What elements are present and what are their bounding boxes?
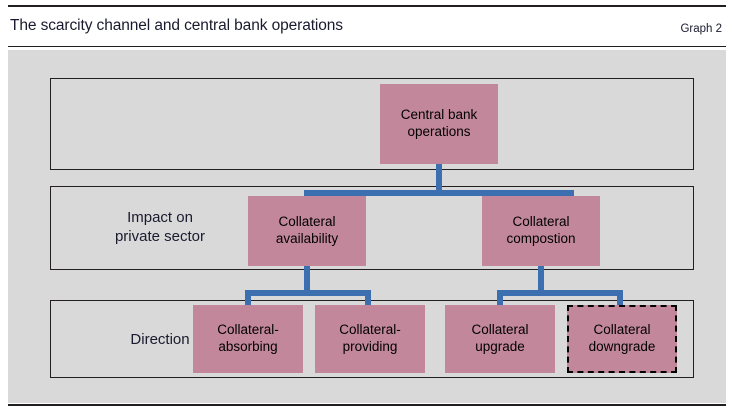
connector-availability-to-absorbing: [245, 290, 251, 306]
connector-availability-stem: [304, 266, 310, 296]
node-collateral-upgrade[interactable]: Collateral upgrade: [445, 305, 555, 373]
connector-compostion-bar: [497, 290, 623, 296]
row-frame-central-bank-operations: [50, 78, 694, 170]
node-collateral-downgrade[interactable]: Collateral downgrade: [567, 305, 677, 373]
node-collateral-absorbing[interactable]: Collateral- absorbing: [193, 305, 303, 373]
connector-availability-bar: [245, 290, 371, 296]
row-label-direction: Direction: [130, 331, 190, 348]
figure-title: The scarcity channel and central bank op…: [10, 17, 343, 34]
row-label-impact-on-private-sector: Impact on private sector: [114, 209, 206, 246]
figure-rule-bottom: [8, 404, 726, 406]
node-collateral-compostion[interactable]: Collateral compostion: [482, 196, 600, 266]
connector-availability-to-providing: [365, 290, 371, 306]
connector-compostion-to-upgrade: [497, 290, 503, 306]
connector-compostion-to-downgrade: [617, 290, 623, 306]
connector-compostion-stem: [538, 266, 544, 296]
connector-cbo-bar: [304, 190, 574, 196]
connector-cbo-stem: [436, 164, 442, 196]
graph-number-label: Graph 2: [680, 23, 722, 35]
header-rule-bottom: [8, 46, 726, 47]
node-central-bank-operations[interactable]: Central bank operations: [380, 84, 498, 164]
node-collateral-availability[interactable]: Collateral availability: [248, 196, 366, 266]
diagram-panel: Impact on private sector Direction Centr…: [8, 50, 726, 403]
node-collateral-providing[interactable]: Collateral- providing: [315, 305, 425, 373]
header-rule-top: [8, 5, 726, 7]
